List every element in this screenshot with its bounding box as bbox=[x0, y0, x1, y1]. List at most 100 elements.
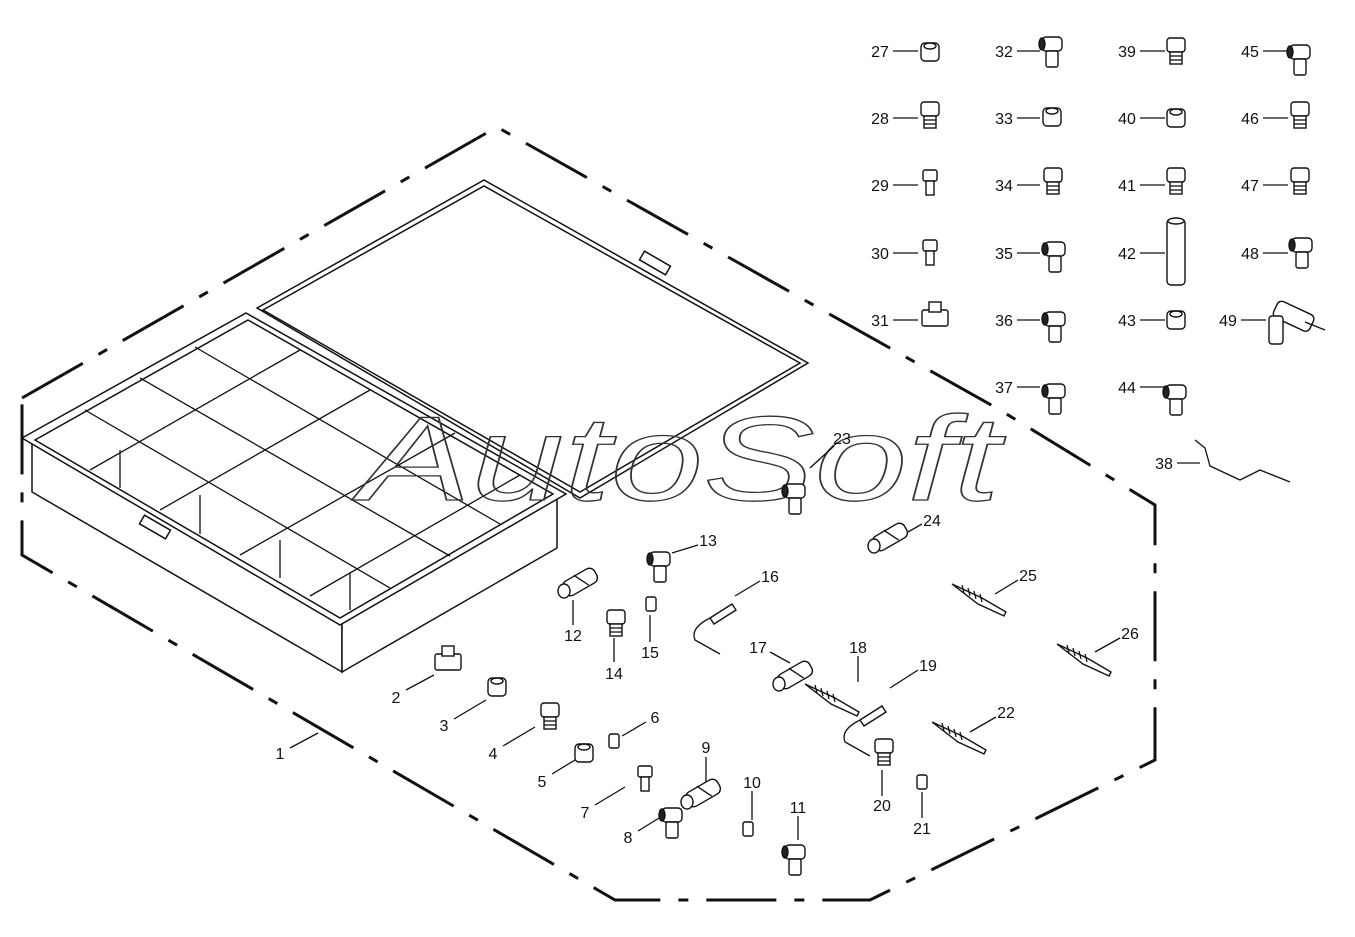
leader-line bbox=[769, 651, 791, 664]
parts-layer bbox=[434, 36, 1326, 876]
callout-label-18: 18 bbox=[849, 640, 867, 657]
callout-label-24: 24 bbox=[923, 513, 941, 530]
part-35 bbox=[1041, 241, 1066, 273]
callout-label-19: 19 bbox=[919, 658, 937, 675]
callout-label-2: 2 bbox=[392, 690, 401, 707]
part-9 bbox=[680, 778, 722, 810]
leader-line bbox=[809, 445, 835, 469]
callout-label-41: 41 bbox=[1118, 178, 1136, 195]
callout-label-42: 42 bbox=[1118, 246, 1136, 263]
callout-label-6: 6 bbox=[651, 710, 660, 727]
callout-label-35: 35 bbox=[995, 246, 1013, 263]
callout-label-4: 4 bbox=[489, 746, 498, 763]
part-24 bbox=[867, 522, 909, 554]
part-31 bbox=[921, 301, 949, 327]
callout-label-21: 21 bbox=[913, 821, 931, 838]
part-28 bbox=[920, 101, 940, 129]
callout-label-26: 26 bbox=[1121, 626, 1139, 643]
callout-label-31: 31 bbox=[871, 313, 889, 330]
part-20 bbox=[874, 738, 894, 766]
callout-label-22: 22 bbox=[997, 705, 1015, 722]
callout-label-5: 5 bbox=[538, 774, 547, 791]
callout-label-43: 43 bbox=[1118, 313, 1136, 330]
part-6 bbox=[608, 733, 620, 749]
callout-label-7: 7 bbox=[581, 805, 590, 822]
callout-label-40: 40 bbox=[1118, 111, 1136, 128]
leader-line bbox=[453, 699, 487, 720]
callout-label-36: 36 bbox=[995, 313, 1013, 330]
leader-lines bbox=[289, 50, 1288, 840]
leader-line bbox=[671, 544, 699, 554]
part-23 bbox=[781, 483, 806, 515]
callout-label-16: 16 bbox=[761, 569, 779, 586]
part-12 bbox=[557, 567, 599, 599]
part-39 bbox=[1166, 37, 1186, 65]
part-33 bbox=[1042, 107, 1062, 127]
part-25 bbox=[951, 583, 1007, 617]
callout-label-8: 8 bbox=[624, 830, 633, 847]
leader-line bbox=[502, 726, 536, 747]
part-29 bbox=[922, 169, 938, 196]
callout-label-46: 46 bbox=[1241, 111, 1259, 128]
leader-line bbox=[621, 721, 647, 737]
callout-label-39: 39 bbox=[1118, 44, 1136, 61]
callout-label-28: 28 bbox=[871, 111, 889, 128]
part-10 bbox=[742, 821, 754, 837]
callout-label-25: 25 bbox=[1019, 568, 1037, 585]
leader-line bbox=[289, 732, 319, 749]
callout-label-12: 12 bbox=[564, 628, 582, 645]
leader-line bbox=[551, 759, 576, 775]
callout-label-49: 49 bbox=[1219, 313, 1237, 330]
callout-label-32: 32 bbox=[995, 44, 1013, 61]
callout-label-30: 30 bbox=[871, 246, 889, 263]
part-19 bbox=[843, 705, 887, 757]
part-38 bbox=[1194, 439, 1291, 483]
callout-label-15: 15 bbox=[641, 645, 659, 662]
part-8 bbox=[658, 807, 683, 839]
part-2 bbox=[434, 645, 462, 671]
part-7 bbox=[637, 765, 653, 792]
kit-boundary-outline bbox=[20, 125, 1157, 902]
leader-line bbox=[994, 579, 1019, 595]
part-34 bbox=[1043, 167, 1063, 195]
organizer-case bbox=[20, 179, 810, 674]
callout-label-48: 48 bbox=[1241, 246, 1259, 263]
part-42 bbox=[1166, 217, 1186, 286]
part-36 bbox=[1041, 311, 1066, 343]
callout-label-45: 45 bbox=[1241, 44, 1259, 61]
part-15 bbox=[645, 596, 657, 612]
part-5 bbox=[574, 743, 594, 763]
callout-label-9: 9 bbox=[702, 740, 711, 757]
callout-label-37: 37 bbox=[995, 380, 1013, 397]
leader-line bbox=[1094, 637, 1121, 653]
part-18 bbox=[804, 683, 860, 717]
leader-line bbox=[594, 786, 626, 806]
callout-label-13: 13 bbox=[699, 533, 717, 550]
callout-label-3: 3 bbox=[440, 718, 449, 735]
leader-line bbox=[889, 669, 919, 689]
callout-label-44: 44 bbox=[1118, 380, 1136, 397]
part-30 bbox=[922, 239, 938, 266]
callout-label-38: 38 bbox=[1155, 456, 1173, 473]
part-14 bbox=[606, 609, 626, 637]
part-43 bbox=[1166, 310, 1186, 330]
leader-line bbox=[907, 523, 923, 533]
part-37 bbox=[1041, 383, 1066, 415]
part-13 bbox=[646, 551, 671, 583]
callout-label-33: 33 bbox=[995, 111, 1013, 128]
part-44 bbox=[1162, 384, 1187, 416]
part-17 bbox=[772, 660, 814, 692]
part-41 bbox=[1166, 167, 1186, 195]
part-22 bbox=[931, 721, 987, 755]
leader-line bbox=[734, 580, 761, 597]
part-32 bbox=[1038, 36, 1063, 68]
callout-label-29: 29 bbox=[871, 178, 889, 195]
part-49 bbox=[1268, 300, 1326, 345]
callout-label-11: 11 bbox=[790, 800, 807, 817]
callout-label-47: 47 bbox=[1241, 178, 1259, 195]
callout-label-34: 34 bbox=[995, 178, 1013, 195]
callout-label-10: 10 bbox=[743, 775, 761, 792]
callout-label-27: 27 bbox=[871, 44, 889, 61]
